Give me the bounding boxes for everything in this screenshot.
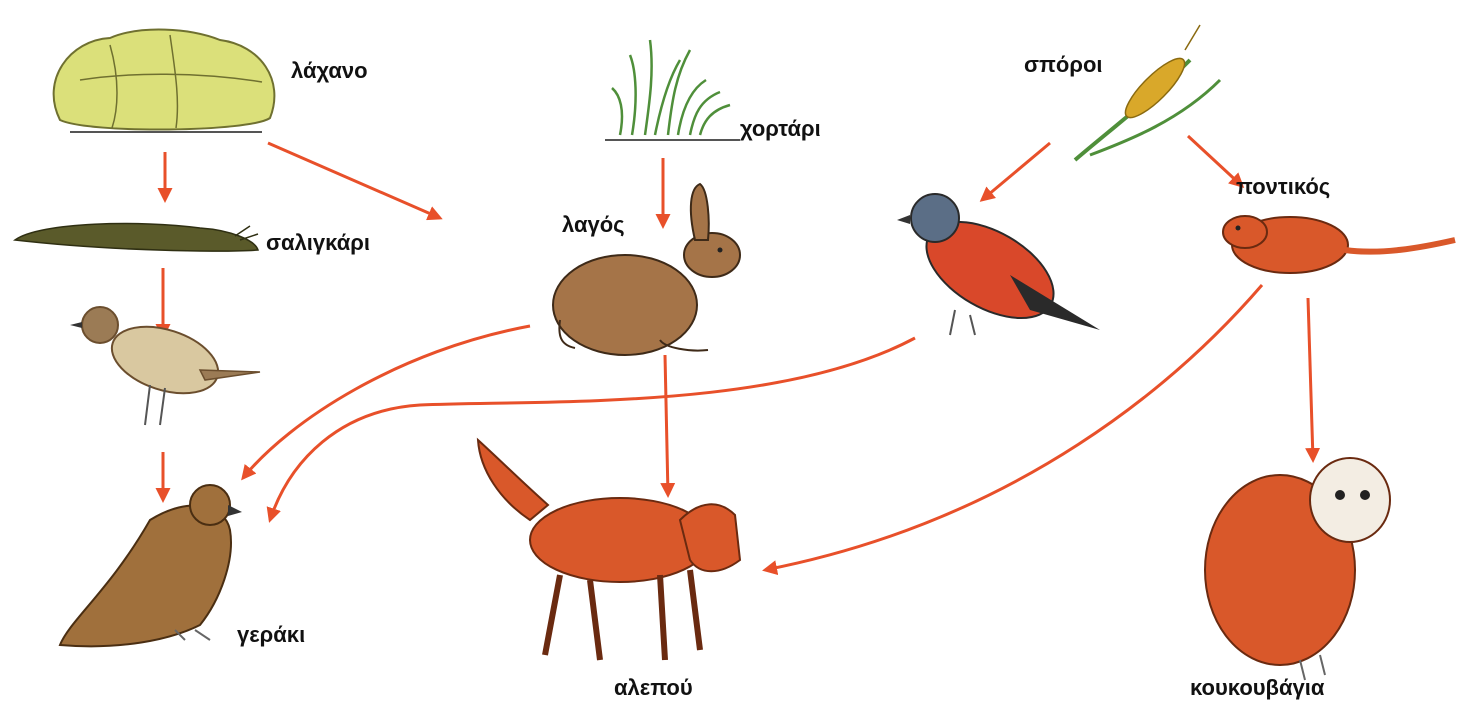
label-snail: σαλιγκάρι xyxy=(266,232,370,254)
label-grass: χορτάρι xyxy=(740,118,821,140)
arrow-cabbage-to-hare xyxy=(268,143,440,218)
arrow-seeds-to-mouse xyxy=(1188,136,1242,186)
snail-icon xyxy=(15,224,258,251)
label-seeds: σπόροι xyxy=(1024,54,1103,76)
grass-icon xyxy=(605,40,740,140)
arrow-seeds-to-finch xyxy=(982,143,1050,200)
label-cabbage: λάχανο xyxy=(291,60,368,82)
arrow-mouse-to-fox xyxy=(765,285,1262,570)
owl-icon xyxy=(1205,458,1390,680)
feeding-links xyxy=(163,136,1313,570)
cabbage-icon xyxy=(54,30,275,132)
thrush-icon xyxy=(70,307,260,425)
label-owl: κουκουβάγια xyxy=(1190,677,1324,699)
hawk-icon xyxy=(60,485,242,646)
label-mouse: ποντικός xyxy=(1236,176,1330,198)
label-hare: λαγός xyxy=(562,214,625,236)
seeds-icon xyxy=(1075,25,1220,160)
arrow-hare-to-fox xyxy=(665,355,668,495)
arrow-finch-to-hawk xyxy=(270,338,915,520)
hare-icon xyxy=(553,184,740,355)
arrow-mouse-to-owl xyxy=(1308,298,1313,460)
fox-icon xyxy=(478,440,740,660)
label-fox: αλεπού xyxy=(614,677,693,699)
mouse-icon xyxy=(1223,216,1455,273)
finch-icon xyxy=(897,194,1100,338)
label-hawk: γεράκι xyxy=(237,624,305,646)
